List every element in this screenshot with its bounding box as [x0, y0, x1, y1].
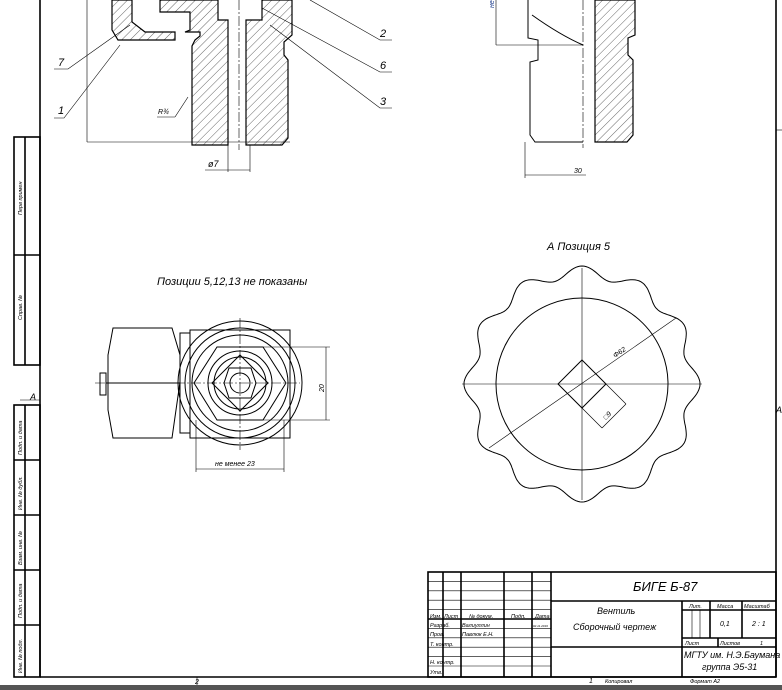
dim-hex: 20: [319, 384, 326, 393]
zone-number: 2: [194, 679, 199, 686]
side-view: не 30: [489, 0, 636, 178]
dim-width: 30: [574, 168, 582, 175]
stamp-label: Справ. №: [18, 295, 24, 320]
copied-label: Копировал: [605, 679, 632, 685]
developer-name: Валиуллин: [462, 623, 490, 629]
header-date: Дата: [534, 614, 550, 620]
stamp-label: Подп. и дата: [18, 584, 24, 618]
stamp-label: Взам. инв. №: [18, 531, 24, 565]
view-marker: А: [29, 392, 36, 402]
lit-label: Лит.: [688, 604, 702, 610]
thread-label: R¾: [158, 109, 169, 116]
sheet-label: Лист: [684, 641, 700, 647]
role-approved: Утв.: [429, 670, 443, 676]
organization: МГТУ им. Н.Э.Баумана: [684, 650, 780, 660]
zone-number: 1: [589, 678, 593, 685]
plan-note: Позиции 5,12,13 не показаны: [157, 276, 307, 288]
scale-value: 2 : 1: [751, 621, 766, 628]
leader-7: 7: [58, 57, 65, 69]
sheets-value: 1: [760, 641, 763, 647]
plan-view: Позиции 5,12,13 не показаны 20 не менее …: [95, 276, 330, 472]
group: группа Э5-31: [702, 662, 757, 672]
side-stamp: Перв примен Справ. № Подп. и дата Инв. №…: [13, 136, 782, 678]
leader-1: 1: [58, 105, 64, 117]
dim-square: □9: [602, 411, 613, 422]
dim-partial: не: [489, 0, 496, 8]
format-label: Формат А2: [690, 679, 720, 685]
mass-value: 0,1: [720, 621, 730, 628]
leader-3: 3: [380, 96, 387, 108]
dim-bore: ø7: [208, 159, 219, 169]
view-title: А Позиция 5: [546, 241, 611, 253]
dim-min: не менее 23: [215, 461, 255, 468]
position-5-view: А Позиция 5 □9 Φ62: [462, 241, 702, 503]
header-izm: Изм.: [430, 614, 442, 620]
leader-2: 2: [379, 28, 386, 40]
drawing-name: Вентиль: [597, 606, 636, 616]
role-norm-control: Н. контр.: [430, 660, 455, 666]
header-sign: Подп.: [511, 614, 526, 620]
date: 02.11.2019: [533, 624, 548, 628]
stamp-label: Инв. № подл.: [18, 639, 24, 673]
designation: БИГЕ Б-87: [633, 579, 698, 594]
dim-diameter: Φ62: [612, 346, 627, 359]
role-checker: Пров.: [430, 632, 445, 638]
stamp-label: Инв. № дубл.: [18, 476, 24, 510]
stamp-label: Подп. и дата: [18, 421, 24, 455]
role-developer: Разраб.: [430, 623, 450, 629]
title-block: БИГЕ Б-87 Вентиль Сборочный чертеж Изм. …: [427, 571, 780, 678]
role-tech-control: Т. контр.: [430, 642, 454, 648]
view-marker: А: [775, 405, 782, 415]
header-list: Лист: [443, 614, 459, 620]
sheets-label: Листов: [719, 641, 740, 647]
checker-name: Павлюк Е.Н.: [462, 632, 494, 638]
header-doc: № докум.: [469, 614, 493, 620]
stamp-label: Перв примен: [18, 181, 24, 215]
scale-label: Масштаб: [744, 604, 771, 610]
section-view: ø7 R¾ 7 1 2 6 3: [54, 0, 392, 172]
footer: 2 1 Копировал Формат А2: [194, 678, 720, 686]
leader-6: 6: [380, 60, 387, 72]
drawing-type: Сборочный чертеж: [573, 622, 657, 632]
mass-label: Масса: [717, 604, 733, 610]
